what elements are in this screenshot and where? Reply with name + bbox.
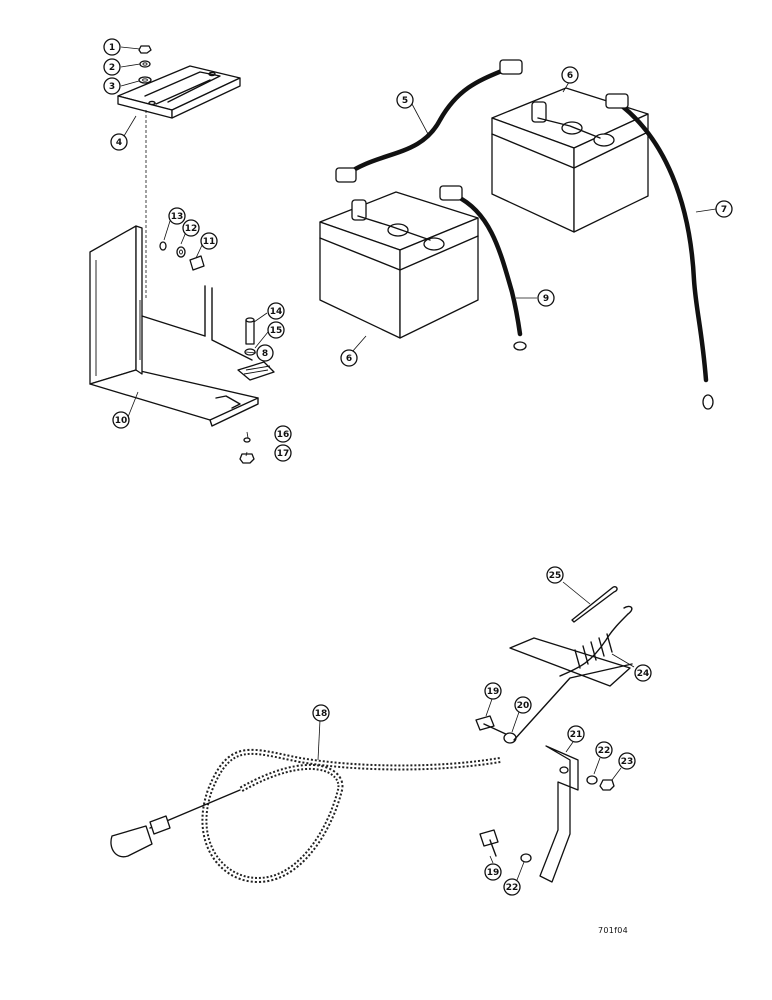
svg-text:10: 10 [115, 416, 128, 426]
svg-text:22: 22 [598, 746, 611, 756]
callout-11: 11 [200, 232, 218, 250]
battery-tray [89, 225, 275, 427]
callout-5: 5 [396, 91, 414, 109]
callout-7: 7 [715, 200, 733, 218]
callout-17: 17 [274, 444, 292, 462]
svg-text:22: 22 [506, 883, 519, 893]
throttle-bracket [539, 745, 579, 883]
callout-18: 18 [312, 704, 330, 722]
callout-22-lower: 22 [503, 878, 521, 896]
svg-text:13: 13 [171, 212, 184, 222]
callout-23: 23 [618, 752, 636, 770]
callout-6-left: 6 [340, 349, 358, 367]
leader-lines [120, 46, 717, 881]
hold-down-hardware [138, 45, 152, 84]
svg-text:24: 24 [637, 669, 650, 679]
callout-21: 21 [567, 725, 585, 743]
svg-text:21: 21 [570, 730, 583, 740]
svg-text:14: 14 [270, 307, 283, 317]
battery-cable-5 [335, 59, 523, 183]
throttle-cable [110, 748, 501, 884]
return-spring [509, 605, 633, 687]
figure-code: 701f04 [598, 926, 629, 935]
callout-25: 25 [546, 566, 564, 584]
svg-text:20: 20 [517, 701, 530, 711]
svg-text:23: 23 [621, 757, 634, 767]
battery-right [491, 87, 649, 233]
svg-text:6: 6 [346, 354, 352, 364]
callout-14: 14 [267, 302, 285, 320]
callout-22-upper: 22 [595, 741, 613, 759]
svg-text:16: 16 [277, 430, 290, 440]
callout-20: 20 [514, 696, 532, 714]
svg-text:3: 3 [109, 82, 115, 92]
callout-4: 4 [110, 133, 128, 151]
svg-text:12: 12 [185, 224, 198, 234]
callout-12: 12 [182, 219, 200, 237]
svg-text:25: 25 [549, 571, 562, 581]
callout-9: 9 [537, 289, 555, 307]
callout-19-upper: 19 [484, 682, 502, 700]
svg-text:6: 6 [567, 71, 573, 81]
cotter-pin [571, 585, 618, 623]
callout-13: 13 [168, 207, 186, 225]
battery-cable-7 [605, 93, 714, 410]
svg-text:17: 17 [277, 449, 290, 459]
svg-text:19: 19 [487, 687, 500, 697]
svg-text:18: 18 [315, 709, 328, 719]
svg-text:2: 2 [109, 63, 115, 73]
callout-15: 15 [267, 321, 285, 339]
svg-text:19: 19 [487, 868, 500, 878]
svg-text:9: 9 [543, 294, 549, 304]
svg-text:11: 11 [203, 237, 216, 247]
callout-2: 2 [103, 58, 121, 76]
callout-16: 16 [274, 425, 292, 443]
svg-text:5: 5 [402, 96, 408, 106]
svg-text:8: 8 [262, 349, 268, 359]
callout-8: 8 [256, 344, 274, 362]
callouts: 1 2 3 4 5 6 6 7 8 9 10 11 12 13 14 15 16… [103, 38, 733, 896]
tray-hardware [159, 241, 256, 464]
callout-19-lower: 19 [484, 863, 502, 881]
svg-text:15: 15 [270, 326, 283, 336]
svg-text:7: 7 [721, 205, 727, 215]
svg-text:1: 1 [109, 43, 115, 53]
callout-3: 3 [103, 77, 121, 95]
battery-cable-9 [439, 185, 527, 351]
svg-text:4: 4 [116, 138, 122, 148]
hold-down-clamp [117, 65, 241, 119]
battery-left [319, 191, 479, 339]
callout-10: 10 [112, 411, 130, 429]
callout-24: 24 [634, 664, 652, 682]
callout-6-right: 6 [561, 66, 579, 84]
callout-1: 1 [103, 38, 121, 56]
